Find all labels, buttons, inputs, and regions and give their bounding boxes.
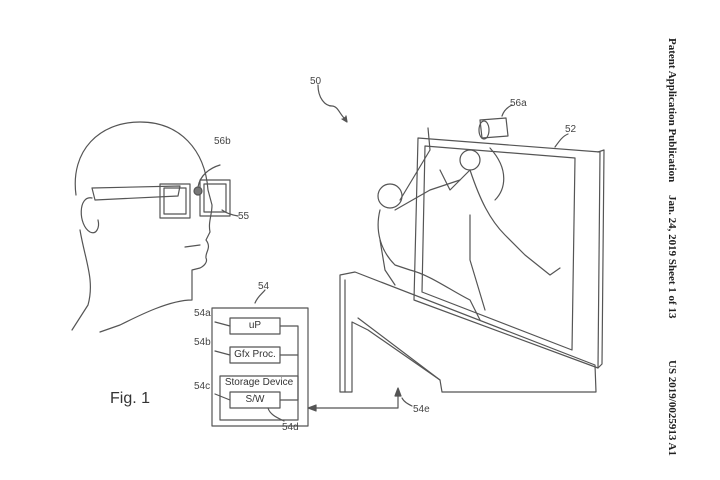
link-54e [307,389,399,409]
glasses-lens-left [159,183,191,219]
camera-56a [479,117,509,139]
ref-54b: 54b [194,337,211,348]
ref-52: 52 [565,124,577,135]
publication-type: Patent Application Publication [666,38,678,183]
patent-header: Patent Application Publication Jan. 24, … [662,0,702,480]
ref-54c: 54c [194,381,211,392]
glasses-camera [193,186,203,196]
ref-50: 50 [310,76,322,87]
glasses-temple [91,185,181,201]
glasses-lens-right [199,179,231,217]
ref-54d: 54d [282,422,299,433]
storage-label: Storage Device [224,377,294,388]
neck-outline [71,229,91,331]
table [339,271,597,393]
ear [80,197,100,234]
figure-label: Fig. 1 [110,390,151,407]
players-illustration [377,127,561,321]
processor-label: uP [248,320,262,331]
ref-55: 55 [238,211,250,222]
ref-56a: 56a [510,98,527,109]
ref-54e: 54e [413,404,430,415]
date-sheet: Jan. 24, 2019 Sheet 1 of 13 [666,195,678,319]
sw-label: S/W [245,394,265,405]
arrow-50 [317,84,347,121]
gfx-label: Gfx Proc. [234,349,276,360]
ref-54a: 54a [194,308,211,319]
publication-number: US 2019/0025913 A1 [666,360,678,456]
computer-box [211,307,309,427]
ref-54: 54 [258,281,270,292]
head-outline [74,121,213,333]
ref-56b: 56b [214,136,231,147]
